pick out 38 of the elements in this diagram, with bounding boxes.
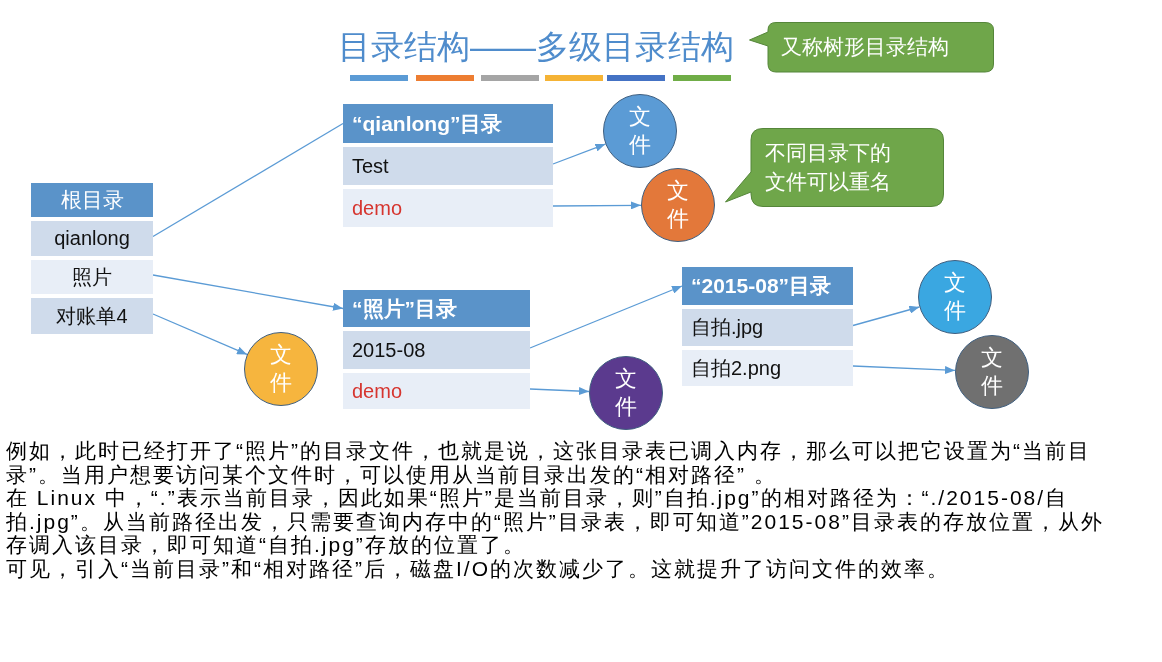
arrow — [152, 274, 344, 311]
arrow — [852, 305, 921, 327]
speech-bubble: 不同目录下的文件可以重名 — [725, 128, 944, 207]
connector-line — [152, 122, 344, 238]
table-row: 自拍.jpg — [682, 305, 853, 346]
file-circle: 文件 — [244, 332, 318, 406]
speech-bubble: 又称树形目录结构 — [749, 22, 995, 73]
file-circle: 文件 — [641, 168, 715, 242]
paragraph: 例如，此时已经打开了“照片”的目录文件，也就是说，这张目录表已调入内存，那么可以把它设置为“当前目录”。当用户想要访问某个文件时，可以使用从当前目录出发的“相对路径” 。 — [6, 439, 1092, 487]
table-row: qianlong — [31, 217, 153, 256]
paragraph: 在 Linux 中，“.”表示当前目录，因此如果“照片”是当前目录，则”自拍.jpg”的相对路径为：“./2015-08/自拍.jpg”。从当前路径出发，只需要查询内存中的“照片”目录表，即可知道”2015-08”目录表的存放位置，从外存调入该目录，即可知道“自拍.jpg”存放的位置了。 — [6, 486, 1104, 557]
file-circle: 文件 — [603, 94, 677, 168]
arrow — [529, 387, 590, 396]
directory-table — [343, 104, 553, 227]
directory-table — [343, 290, 530, 409]
arrow — [552, 143, 607, 165]
table-heading: “qianlong”目录 — [351, 110, 504, 137]
table-heading: “照片”目录 — [351, 295, 458, 322]
table-row: 自拍2.png — [682, 346, 853, 386]
file-circle: 文件 — [918, 260, 992, 334]
table-row: Test — [343, 143, 553, 185]
table-row: demo — [343, 185, 553, 227]
table-row: 照片 — [31, 256, 153, 294]
arrow — [529, 285, 683, 349]
arrow — [852, 365, 956, 374]
title: 目录结构——多级目录结构 — [338, 27, 734, 67]
table-row: 对账单4 — [31, 294, 153, 334]
file-circle: 文件 — [955, 335, 1029, 409]
directory-table — [31, 183, 153, 334]
paragraph: 可见，引入“当前目录”和“相对路径”后，磁盘I/O的次数减少了。这就提升了访问文件的效率。 — [6, 556, 951, 581]
table-heading: 根目录 — [59, 187, 125, 213]
directory-table — [682, 267, 853, 386]
table-row: demo — [343, 369, 530, 409]
arrow — [152, 313, 248, 356]
file-circle: 文件 — [589, 356, 663, 430]
table-heading: “2015-08”目录 — [690, 273, 833, 299]
table-row: 2015-08 — [343, 327, 530, 369]
arrow — [552, 201, 642, 210]
